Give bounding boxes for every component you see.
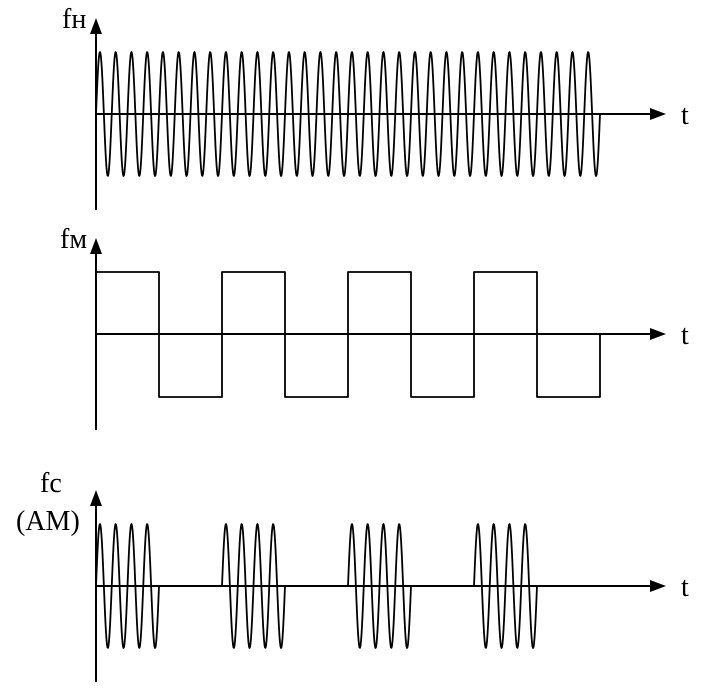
carrier-waveform xyxy=(95,51,601,177)
carrier-panel: fн t xyxy=(62,4,689,210)
modulating-y-arrow xyxy=(90,238,102,254)
am-panel: fc (AM) t xyxy=(16,468,689,682)
carrier-y-arrow xyxy=(90,18,102,34)
modulating-y-label: fм xyxy=(60,224,87,255)
am-x-arrow xyxy=(650,580,666,592)
modulating-waveform xyxy=(96,271,601,398)
carrier-x-arrow xyxy=(650,108,666,120)
am-y-label-line1: fc xyxy=(40,468,62,499)
modulating-panel: fм t xyxy=(60,224,689,430)
am-y-arrow xyxy=(90,490,102,506)
am-waveform xyxy=(95,523,600,649)
carrier-y-label: fн xyxy=(62,4,86,35)
modulating-x-label: t xyxy=(681,320,689,351)
am-x-label: t xyxy=(681,572,689,603)
modulating-x-arrow xyxy=(650,328,666,340)
carrier-x-label: t xyxy=(681,100,689,131)
am-y-label-line2: (AM) xyxy=(16,506,80,537)
